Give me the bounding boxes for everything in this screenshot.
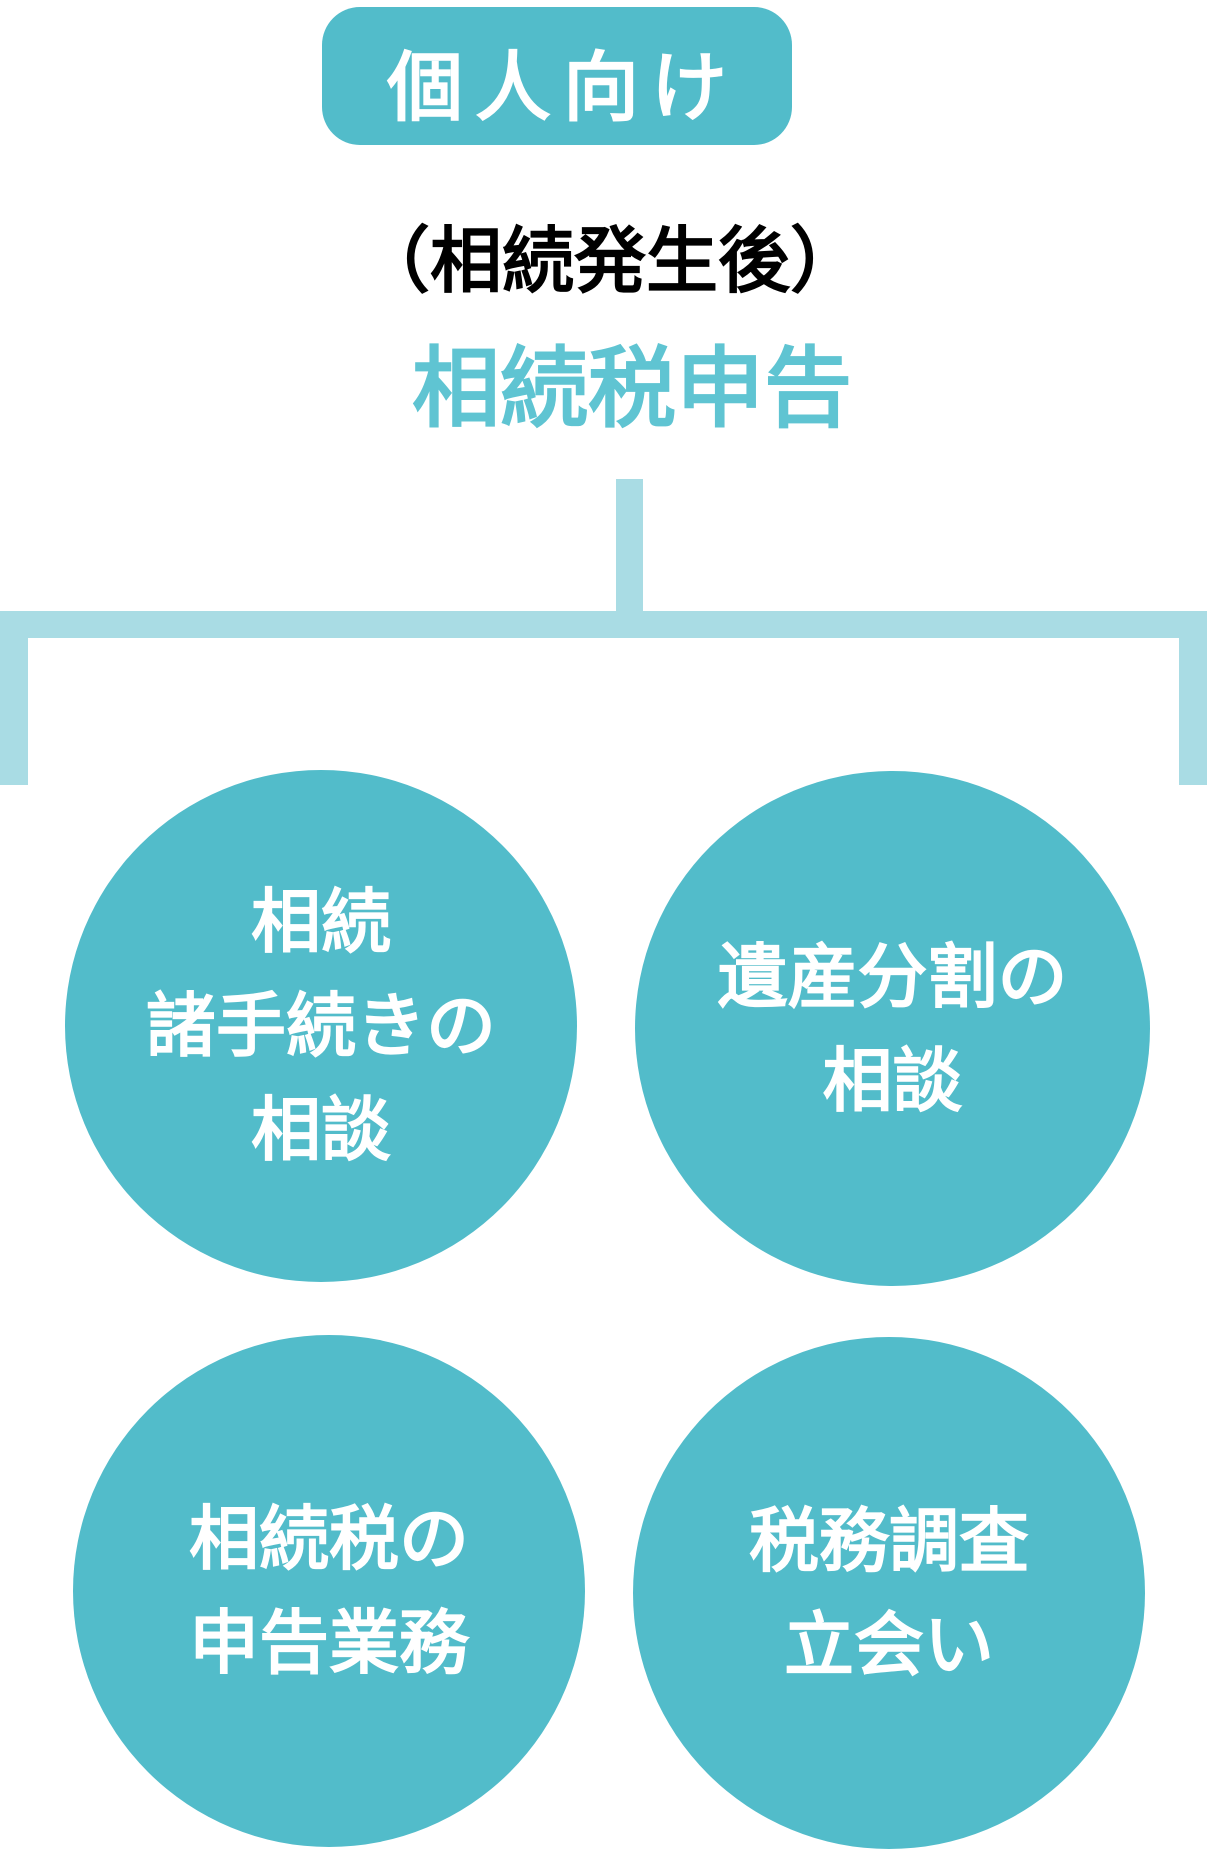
circle-label-line: 相談: [251, 1091, 391, 1169]
circle-label-line: 税務調査: [749, 1502, 1029, 1580]
connector-leg-right: [1179, 637, 1207, 785]
timing-subtitle: （相続発生後）: [357, 222, 863, 302]
circle-label-line: 諸手続きの: [146, 987, 496, 1065]
connector-leg-left: [0, 637, 28, 785]
service-circle-inheritance-tax-filing: 相続税の 申告業務: [73, 1335, 585, 1847]
connector-horizontal-bar: [0, 611, 1207, 638]
circle-label-line: 相続: [251, 883, 391, 961]
circle-label-line: 相談: [822, 1041, 963, 1120]
circle-label-line: 立会い: [784, 1606, 994, 1684]
circle-label-line: 遺産分割の: [717, 937, 1068, 1016]
connector-stem: [616, 479, 643, 612]
audience-badge: 個人向け: [322, 7, 792, 145]
service-category-title: 相続税申告: [411, 339, 853, 438]
service-circle-estate-division: 遺産分割の 相談: [635, 771, 1150, 1286]
service-circle-inheritance-procedures: 相続 諸手続きの 相談: [65, 770, 577, 1282]
service-circle-tax-audit-attendance: 税務調査 立会い: [633, 1337, 1145, 1849]
circle-label-line: 相続税の: [189, 1500, 469, 1578]
circle-label-line: 申告業務: [189, 1604, 469, 1682]
audience-badge-label: 個人向け: [387, 46, 739, 131]
